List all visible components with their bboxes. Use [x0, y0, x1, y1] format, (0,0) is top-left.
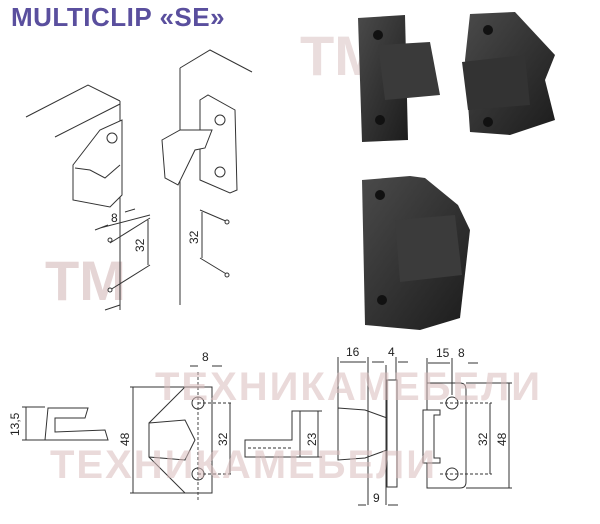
svg-text:TM: TM	[45, 249, 126, 312]
side-plate-depth-label: 16	[346, 345, 360, 359]
watermark-brand-group: ТЕХНИКАМЕБЕЛИ ТЕХНИКАМЕБЕЛИ	[50, 365, 542, 487]
front-height-label: 48	[118, 432, 132, 446]
photo-clip-parts-separated	[358, 12, 555, 142]
side-plate-base-label: 9	[373, 491, 380, 505]
photo-clip-assembled	[362, 176, 470, 330]
back-hole-spacing-label: 32	[476, 432, 490, 446]
front-hole-spacing-label: 32	[216, 432, 230, 446]
drawing-back: 15 8 32 48	[422, 346, 512, 489]
drawing-profile: 13,5	[8, 406, 109, 441]
side-plate-thickness-label: 4	[388, 345, 395, 359]
watermark-brand: ТЕХНИКАМЕБЕЛИ	[50, 443, 437, 487]
watermark-brand: ТЕХНИКАМЕБЕЛИ	[155, 365, 542, 409]
side-height-label: 23	[305, 432, 319, 446]
back-offset-label: 15	[436, 346, 450, 360]
back-height-label: 48	[495, 432, 509, 446]
drawing-front: 8 48 32	[118, 350, 232, 500]
mounting-diagram-door: 8 32	[25, 84, 151, 311]
mounting-spacing-right-label: 32	[187, 230, 201, 244]
back-edge-label: 8	[458, 346, 465, 360]
profile-height-label: 13,5	[8, 412, 22, 436]
mounting-offset-label: 8	[111, 211, 118, 225]
mounting-spacing-left-label: 32	[133, 238, 147, 252]
mounting-diagram-cabinet: 32	[161, 49, 253, 305]
drawing-side: 23	[244, 410, 322, 458]
front-offset-label: 8	[202, 350, 209, 364]
product-title: MULTICLIP «SE»	[11, 2, 226, 32]
drawing-side-plate: 16 4 9	[337, 345, 408, 506]
